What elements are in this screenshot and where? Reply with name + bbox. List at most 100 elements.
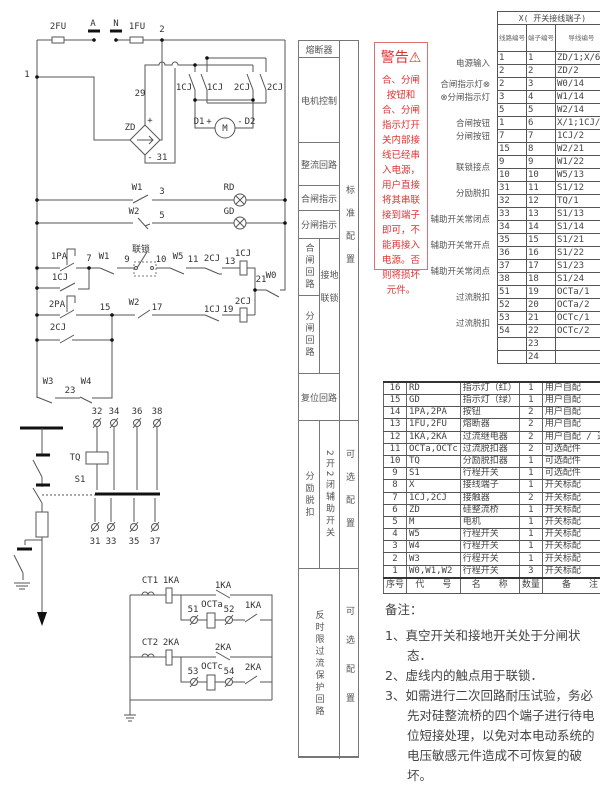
cell-aux-switch: 2开2闭辅助开关	[320, 421, 340, 569]
schematic-label: +	[147, 116, 153, 126]
schematic-label: OCTa	[201, 600, 223, 610]
note-item: 2、虚线内的触点用于联锁．	[385, 666, 597, 686]
parts-cell: 1	[519, 455, 542, 467]
parts-cell: 过流脱扣器	[460, 443, 519, 455]
terminal-group-label: 合闸指示灯⊗	[440, 78, 490, 90]
parts-cell: 行程开关	[460, 468, 519, 480]
fuse-2fu-icon	[52, 37, 64, 43]
parts-cell: 2	[519, 407, 542, 419]
parts-cell: 12	[384, 431, 407, 443]
terminal-cell: OCTc/2	[556, 325, 600, 338]
parts-cell: 2	[519, 443, 542, 455]
terminal-cell: ZD/1;X/6	[556, 52, 600, 65]
parts-cell: 电机	[460, 516, 519, 528]
terminal-cell: 9	[527, 156, 556, 169]
terminal-group-label: 辅助开关常闭点	[430, 213, 490, 225]
schematic-label: GD	[224, 207, 235, 217]
parts-cell: W3	[407, 553, 461, 565]
terminal-table-title: X( 开关接线端子)	[498, 12, 600, 25]
schematic-label: 1FU	[129, 22, 145, 32]
terminal-cell: OCTa/2	[556, 299, 600, 312]
parts-cell: 1	[519, 382, 542, 395]
terminal-cell: 15	[527, 234, 556, 247]
terminal-cell: 10	[498, 169, 527, 182]
terminal-group-label: 合闸按钮	[456, 117, 490, 129]
schematic-label: 36	[132, 407, 143, 417]
parts-cell: 用户自配	[542, 382, 600, 395]
terminal-cell: 21	[527, 312, 556, 325]
parts-cell: RD	[407, 382, 461, 395]
terminal-cell: S1/12	[556, 182, 600, 195]
schematic-label: W3	[43, 377, 54, 387]
schematic-label: 1KA	[163, 576, 180, 586]
schematic-label: 33	[106, 537, 117, 547]
cell-standard: 标准配置	[340, 41, 359, 421]
terminal-cell: W0/14	[556, 78, 600, 91]
parts-cell: 开关标配	[542, 565, 600, 578]
warning-title: 警告⚠	[378, 47, 424, 69]
terminal-cell: 1	[498, 52, 527, 65]
parts-cell: 6	[384, 504, 407, 516]
schematic-label: 1CJ	[235, 249, 251, 259]
terminal-cell: 31	[498, 182, 527, 195]
parts-cell: 开关标配	[542, 541, 600, 553]
schematic-label: W1	[99, 252, 110, 262]
terminal-cell: 4	[527, 91, 556, 104]
parts-cell: 2	[519, 419, 542, 431]
schematic-label: OCTc	[201, 662, 223, 672]
terminal-cell: 5	[498, 104, 527, 117]
note-item: 1、真空开关和接地开关处于分闸状态．	[385, 626, 597, 666]
schematic-label: 15	[100, 303, 111, 313]
terminal-cell: 2	[498, 65, 527, 78]
schematic-label: N	[113, 19, 118, 29]
parts-cell: 硅整流桥	[460, 504, 519, 516]
parts-cell: 1CJ,2CJ	[407, 492, 461, 504]
schematic-label: W5	[173, 252, 184, 262]
terminal-cell: S1/22	[556, 247, 600, 260]
terminal-cell: 5	[527, 104, 556, 117]
schematic-label: 31	[157, 153, 168, 163]
schematic-label: 13	[225, 257, 236, 267]
terminal-cell: S1/13	[556, 208, 600, 221]
schematic-label: 23	[65, 386, 76, 396]
terminal-cell: 54	[498, 325, 527, 338]
parts-cell: 用户自配	[542, 407, 600, 419]
terminal-group-label: 辅助开关常闭点	[430, 265, 490, 277]
parts-cell: 16	[384, 382, 407, 395]
terminal-cell: 37	[498, 260, 527, 273]
cell-interlock: 联锁	[320, 279, 340, 374]
schematic-label: 1KA	[215, 581, 232, 591]
schematic-label: 53	[188, 667, 199, 677]
terminal-cell: 14	[527, 221, 556, 234]
parts-cell: 2	[384, 553, 407, 565]
terminal-cell	[556, 351, 600, 364]
schematic-label: A	[90, 19, 96, 29]
schematic-label: 1CJ	[52, 273, 68, 283]
schematic-label: 5	[159, 211, 164, 221]
schematic-label: W4	[81, 377, 92, 387]
parts-cell: 8	[384, 480, 407, 492]
parts-cell: 接触器	[460, 492, 519, 504]
cell-optional-1: 可选配置	[340, 421, 359, 569]
terminal-cell: 11	[527, 182, 556, 195]
parts-cell: W4	[407, 541, 461, 553]
schematic-label: CT1	[142, 576, 158, 586]
terminal-cell: 51	[498, 286, 527, 299]
terminal-cell: 7	[498, 130, 527, 143]
terminal-cell: TQ/1	[556, 195, 600, 208]
parts-cell: 1	[519, 468, 542, 480]
